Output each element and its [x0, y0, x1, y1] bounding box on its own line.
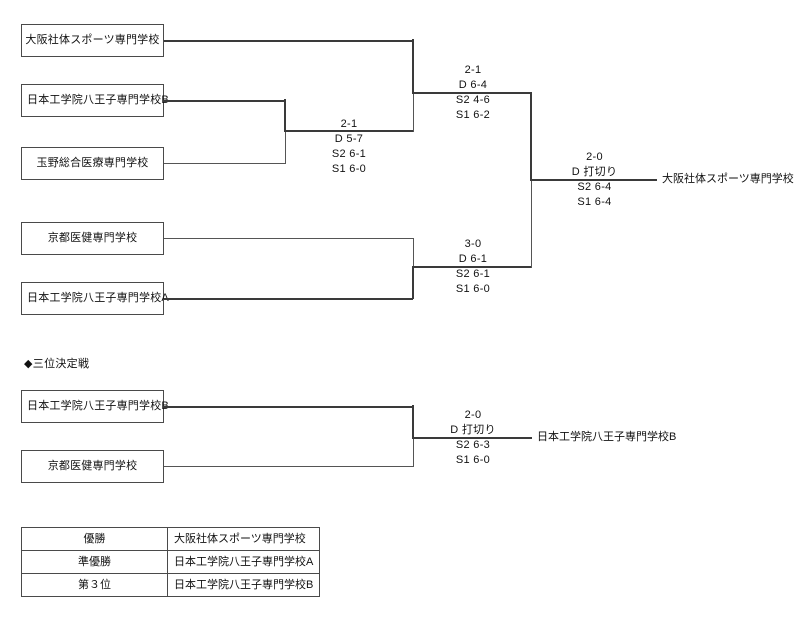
team-box-third-place-1: 日本工学院八王子専門学校B: [21, 390, 169, 423]
table-row: 第３位 日本工学院八王子専門学校B: [21, 573, 321, 597]
connector-third-place-vertical-lower: [413, 437, 414, 467]
connector-sf-bottom-vertical-lower: [412, 266, 414, 299]
connector-third-place-winner-horizontal: [412, 437, 532, 439]
score-row-singles2: S2 6-3: [455, 439, 491, 451]
connector-seed2-horizontal: [164, 100, 285, 102]
team-box-third-place-2: 京都医健専門学校: [21, 450, 164, 483]
connector-qf-winner-horizontal: [284, 130, 413, 132]
connector-final-vertical-upper: [530, 92, 532, 180]
results-team: 大阪社体スポーツ専門学校: [166, 527, 321, 551]
score-block-final: 2-0 D 打切り S2 6-4 S1 6-4: [532, 150, 657, 210]
team-name: 京都医健専門学校: [47, 232, 138, 245]
third-place-winner-label: 日本工学院八王子専門学校B: [537, 431, 677, 443]
team-name: 玉野総合医療専門学校: [36, 157, 149, 170]
score-result: 2-0: [586, 151, 603, 163]
score-block-sf-bottom: 3-0 D 6-1 S2 6-1 S1 6-0: [414, 237, 532, 297]
connector-seed4-horizontal: [164, 238, 413, 239]
score-block-third-place: 2-0 D 打切り S2 6-3 S1 6-0: [414, 408, 532, 468]
score-block-qf-lower: 2-1 D 5-7 S2 6-1 S1 6-0: [286, 117, 412, 177]
diamond-bullet-icon: ◆: [24, 358, 33, 370]
team-box-round1-5: 日本工学院八王子専門学校A: [21, 282, 169, 315]
team-name: 日本工学院八王子専門学校A: [27, 292, 169, 305]
score-result: 2-0: [464, 409, 482, 421]
score-row-singles1: S1 6-4: [577, 196, 612, 208]
third-place-heading: ◆三位決定戦: [24, 358, 89, 370]
third-place-heading-text: 三位決定戦: [32, 358, 90, 370]
connector-final-vertical-lower: [531, 179, 532, 268]
table-row: 優勝 大阪社体スポーツ専門学校: [21, 527, 321, 551]
results-team: 日本工学院八王子専門学校A: [166, 550, 321, 574]
score-row-singles2: S2 4-6: [455, 94, 491, 106]
connector-sf-top-winner-horizontal: [412, 92, 532, 94]
connector-qf-vertical-lower: [285, 131, 286, 164]
score-row-singles1: S1 6-0: [455, 283, 491, 295]
score-row-doubles: D 5-7: [334, 133, 364, 145]
team-box-round1-1: 大阪社体スポーツ専門学校: [21, 24, 164, 57]
connector-seed5-horizontal: [164, 298, 413, 300]
connector-champion-horizontal: [530, 179, 657, 181]
connector-sf-top-vertical-upper: [412, 39, 414, 94]
team-name: 日本工学院八王子専門学校B: [27, 94, 169, 107]
results-team: 日本工学院八王子専門学校B: [166, 573, 321, 597]
score-result: 3-0: [464, 238, 482, 250]
connector-third-place-vertical-upper: [412, 405, 414, 438]
team-name: 京都医健専門学校: [47, 460, 138, 473]
connector-third-place-bottom-horizontal: [164, 466, 413, 467]
results-rank: 第３位: [21, 573, 168, 597]
results-table: 優勝 大阪社体スポーツ専門学校 準優勝 日本工学院八王子専門学校A 第３位 日本…: [21, 527, 321, 597]
connector-sf-top-vertical-lower: [413, 93, 414, 132]
connector-sf-bottom-winner-horizontal: [412, 266, 532, 268]
score-row-doubles: D 打切り: [450, 424, 496, 436]
connector-qf-vertical-upper: [284, 99, 286, 132]
score-row-singles1: S1 6-2: [455, 109, 491, 121]
score-row-singles1: S1 6-0: [455, 454, 491, 466]
score-row-singles2: S2 6-1: [455, 268, 491, 280]
score-result: 2-1: [340, 118, 358, 130]
connector-third-place-top-horizontal: [164, 406, 413, 408]
results-rank: 準優勝: [21, 550, 168, 574]
score-row-doubles: D 打切り: [571, 166, 618, 178]
table-row: 準優勝 日本工学院八王子専門学校A: [21, 550, 321, 574]
team-name: 日本工学院八王子専門学校B: [27, 400, 169, 413]
results-rank: 優勝: [21, 527, 168, 551]
score-row-singles2: S2 6-1: [331, 148, 367, 160]
score-row-singles2: S2 6-4: [577, 181, 612, 193]
team-name: 大阪社体スポーツ専門学校: [25, 34, 160, 47]
score-row-doubles: D 6-1: [458, 253, 488, 265]
connector-sf-bottom-vertical-upper: [413, 238, 414, 268]
score-block-sf-top: 2-1 D 6-4 S2 4-6 S1 6-2: [414, 63, 532, 123]
connector-seed1-horizontal: [164, 40, 413, 42]
score-result: 2-1: [464, 64, 482, 76]
score-row-singles1: S1 6-0: [331, 163, 367, 175]
connector-seed3-horizontal: [164, 163, 285, 164]
team-box-round1-4: 京都医健専門学校: [21, 222, 164, 255]
champion-label: 大阪社体スポーツ専門学校: [662, 173, 794, 185]
team-box-round1-3: 玉野総合医療専門学校: [21, 147, 164, 180]
score-row-doubles: D 6-4: [458, 79, 488, 91]
team-box-round1-2: 日本工学院八王子専門学校B: [21, 84, 169, 117]
